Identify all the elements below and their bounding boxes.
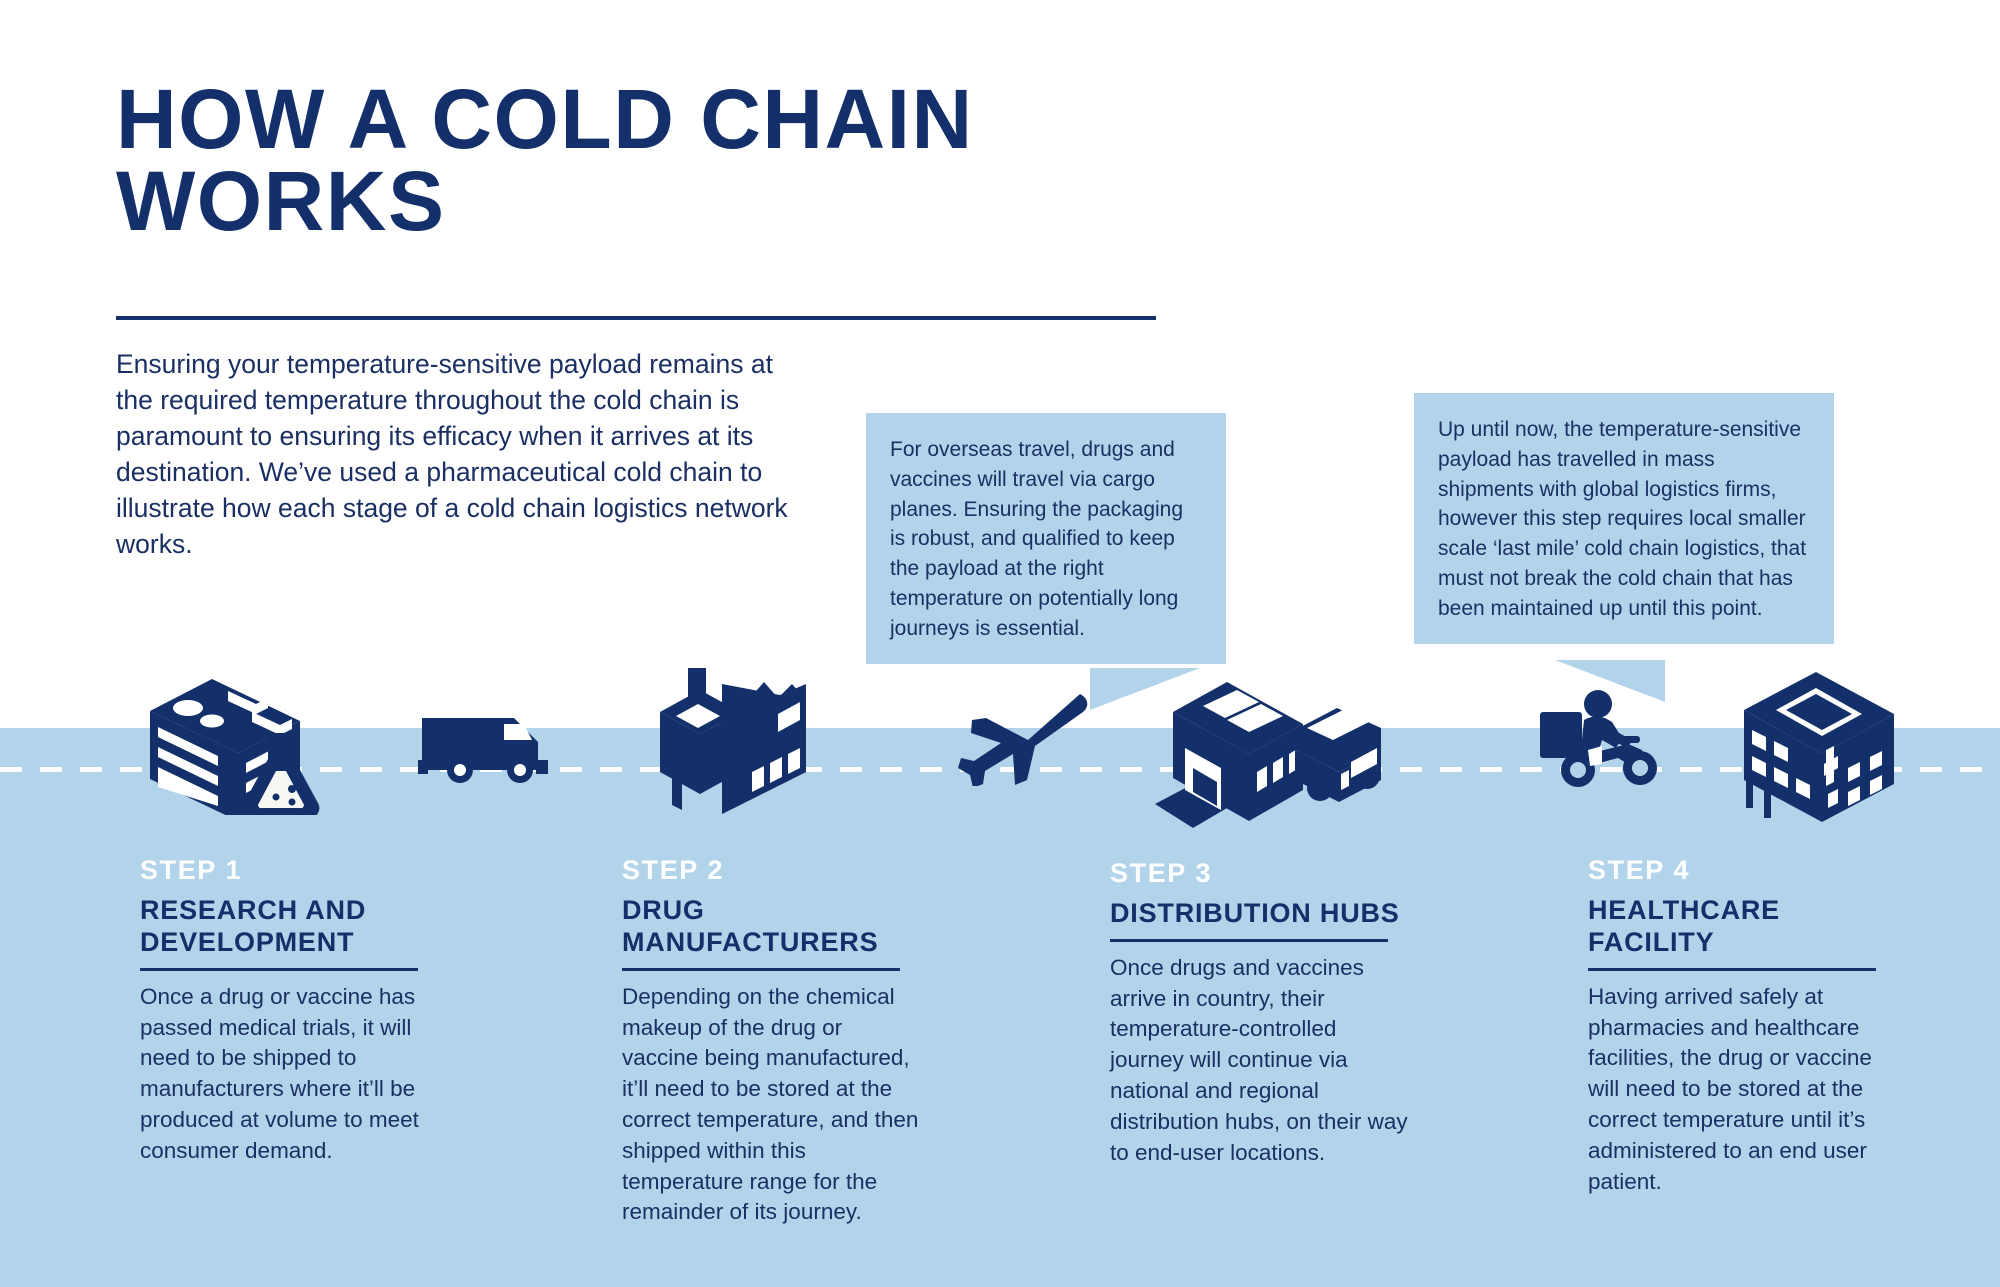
step-divider — [622, 967, 900, 971]
step-divider — [1110, 938, 1388, 942]
delivery-motorcycle-icon — [1540, 688, 1670, 798]
step-title: DRUG MANUFACTURERS — [622, 895, 879, 957]
last-mile-callout-tail — [1555, 660, 1665, 702]
step-column-3: STEP 3 DISTRIBUTION HUBS Once drugs and … — [1110, 858, 1410, 1169]
distribution-warehouse-truck-icon — [1155, 676, 1385, 836]
page-title: HOW A COLD CHAIN WORKS — [116, 72, 974, 249]
step-column-1: STEP 1 RESEARCH AND DEVELOPMENT Once a d… — [140, 855, 440, 1167]
step-column-2: STEP 2 DRUG MANUFACTURERS Depending on t… — [622, 855, 922, 1228]
step-title: DISTRIBUTION HUBS — [1110, 898, 1400, 928]
air-freight-callout: For overseas travel, drugs and vaccines … — [866, 413, 1226, 664]
delivery-van-icon — [418, 710, 550, 793]
step-body: Once drugs and vaccines arrive in countr… — [1110, 954, 1408, 1165]
step-kicker: STEP 1 — [140, 855, 243, 885]
step-title: RESEARCH AND DEVELOPMENT — [140, 895, 367, 957]
step-kicker: STEP 2 — [622, 855, 725, 885]
step-body: Depending on the chemical makeup of the … — [622, 983, 919, 1225]
last-mile-callout: Up until now, the temperature-sensitive … — [1414, 393, 1834, 644]
cold-chain-route-line — [0, 767, 2000, 772]
step-column-4: STEP 4 HEALTHCARE FACILITY Having arrive… — [1588, 855, 1888, 1197]
step-divider — [1588, 967, 1876, 971]
step-title: HEALTHCARE FACILITY — [1588, 895, 1780, 957]
step-kicker: STEP 3 — [1110, 858, 1213, 888]
step-body: Having arrived safely at pharmacies and … — [1588, 983, 1872, 1194]
cargo-plane-icon — [930, 690, 1095, 791]
background-band — [0, 728, 2000, 1287]
step-kicker: STEP 4 — [1588, 855, 1691, 885]
step-divider — [140, 967, 418, 971]
intro-paragraph: Ensuring your temperature-sensitive payl… — [116, 349, 788, 560]
air-freight-callout-tail — [1090, 668, 1200, 710]
title-divider — [116, 316, 1156, 320]
research-lab-building-icon — [140, 675, 330, 821]
hospital-building-icon — [1728, 672, 1908, 827]
step-body: Once a drug or vaccine has passed medica… — [140, 983, 419, 1163]
factory-icon — [660, 668, 830, 823]
